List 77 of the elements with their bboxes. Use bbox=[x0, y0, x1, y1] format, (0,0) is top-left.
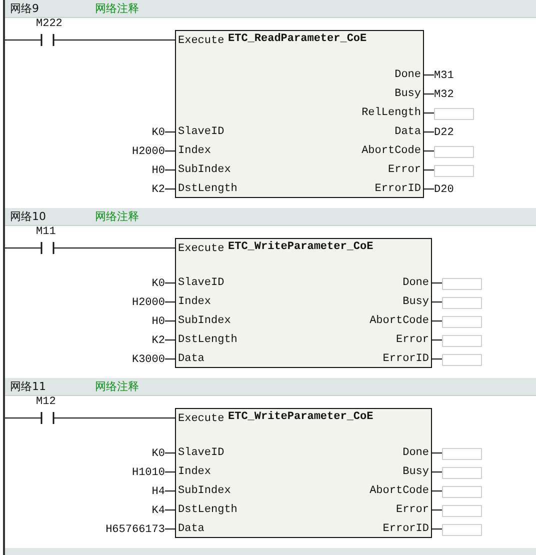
pin-label: Error bbox=[396, 333, 429, 347]
pin-label: ErrorID bbox=[374, 182, 421, 196]
pin-label: Index bbox=[178, 144, 212, 158]
pin-label: Execute bbox=[178, 412, 224, 426]
block-title: ETC_ReadParameter_CoE bbox=[228, 33, 367, 45]
pin-label: AbortCode bbox=[370, 484, 429, 498]
pin-label: DstLength bbox=[178, 333, 238, 347]
pin-label: Busy bbox=[402, 465, 429, 479]
operand-label: D22 bbox=[434, 126, 454, 140]
pin-label: DstLength bbox=[178, 182, 238, 196]
operand-label: K2 bbox=[152, 182, 165, 196]
pin-label: SubIndex bbox=[178, 484, 231, 498]
pin-label: SlaveID bbox=[178, 446, 224, 460]
operand-label: K2 bbox=[152, 334, 165, 348]
pin-label: Data bbox=[178, 352, 204, 366]
operand-label: D20 bbox=[434, 182, 454, 196]
function-block bbox=[175, 238, 432, 368]
operand-label: H1010 bbox=[132, 466, 165, 480]
function-block bbox=[175, 408, 432, 538]
network-number: 网络11 bbox=[10, 379, 46, 394]
output-field bbox=[442, 524, 482, 536]
pin-label: SubIndex bbox=[178, 314, 231, 328]
output-field bbox=[442, 504, 482, 516]
network-number: 网络10 bbox=[10, 209, 46, 224]
operand-label: H4 bbox=[152, 484, 165, 498]
pin-label: ErrorID bbox=[382, 352, 429, 366]
network-comment: 网络注释 bbox=[95, 209, 139, 224]
pin-label: SubIndex bbox=[178, 163, 231, 177]
operand-label: M32 bbox=[434, 88, 454, 102]
block-title: ETC_WriteParameter_CoE bbox=[228, 411, 374, 423]
pin-label: Busy bbox=[402, 295, 429, 309]
operand-label: K4 bbox=[152, 504, 165, 518]
pin-label: DstLength bbox=[178, 503, 238, 517]
operand-label: K3000 bbox=[132, 352, 165, 366]
operand-label: K0 bbox=[152, 446, 165, 460]
pin-label: RelLength bbox=[362, 106, 421, 120]
output-field bbox=[442, 448, 482, 460]
output-field bbox=[442, 316, 482, 328]
operand-label: K0 bbox=[152, 276, 165, 290]
operand-label: M31 bbox=[434, 68, 454, 82]
pin-label: Done bbox=[394, 68, 421, 82]
pin-label: ErrorID bbox=[382, 522, 429, 536]
pin-label: SlaveID bbox=[178, 125, 224, 139]
operand-label: H2000 bbox=[132, 296, 165, 310]
pin-label: Execute bbox=[178, 34, 224, 48]
output-field bbox=[442, 466, 482, 478]
output-field bbox=[442, 354, 482, 366]
output-field bbox=[434, 146, 474, 158]
output-field bbox=[434, 108, 474, 120]
pin-label: Execute bbox=[178, 242, 224, 256]
function-block bbox=[175, 30, 424, 198]
network-comment: 网络注释 bbox=[95, 379, 139, 394]
output-field bbox=[434, 164, 474, 176]
network-number: 网络9 bbox=[10, 1, 39, 16]
pin-label: Index bbox=[178, 465, 212, 479]
output-field bbox=[442, 334, 482, 346]
operand-label: K0 bbox=[152, 126, 165, 140]
output-field bbox=[442, 278, 482, 290]
operand-label: H65766173 bbox=[106, 522, 165, 536]
pin-label: Done bbox=[402, 446, 429, 460]
operand-label: H0 bbox=[152, 164, 165, 178]
block-title: ETC_WriteParameter_CoE bbox=[228, 241, 374, 253]
pin-label: Busy bbox=[394, 87, 421, 101]
pin-label: AbortCode bbox=[370, 314, 429, 328]
operand-label: H0 bbox=[152, 314, 165, 328]
pin-label: AbortCode bbox=[362, 144, 421, 158]
pin-label: Data bbox=[178, 522, 204, 536]
pin-label: SlaveID bbox=[178, 276, 224, 290]
network-comment: 网络注释 bbox=[95, 1, 139, 16]
output-field bbox=[442, 296, 482, 308]
pin-label: Data bbox=[394, 125, 421, 139]
pin-label: Error bbox=[388, 163, 421, 177]
pin-label: Done bbox=[402, 276, 429, 290]
output-field bbox=[442, 486, 482, 498]
pin-label: Error bbox=[396, 503, 429, 517]
operand-label: H2000 bbox=[132, 144, 165, 158]
pin-label: Index bbox=[178, 295, 212, 309]
